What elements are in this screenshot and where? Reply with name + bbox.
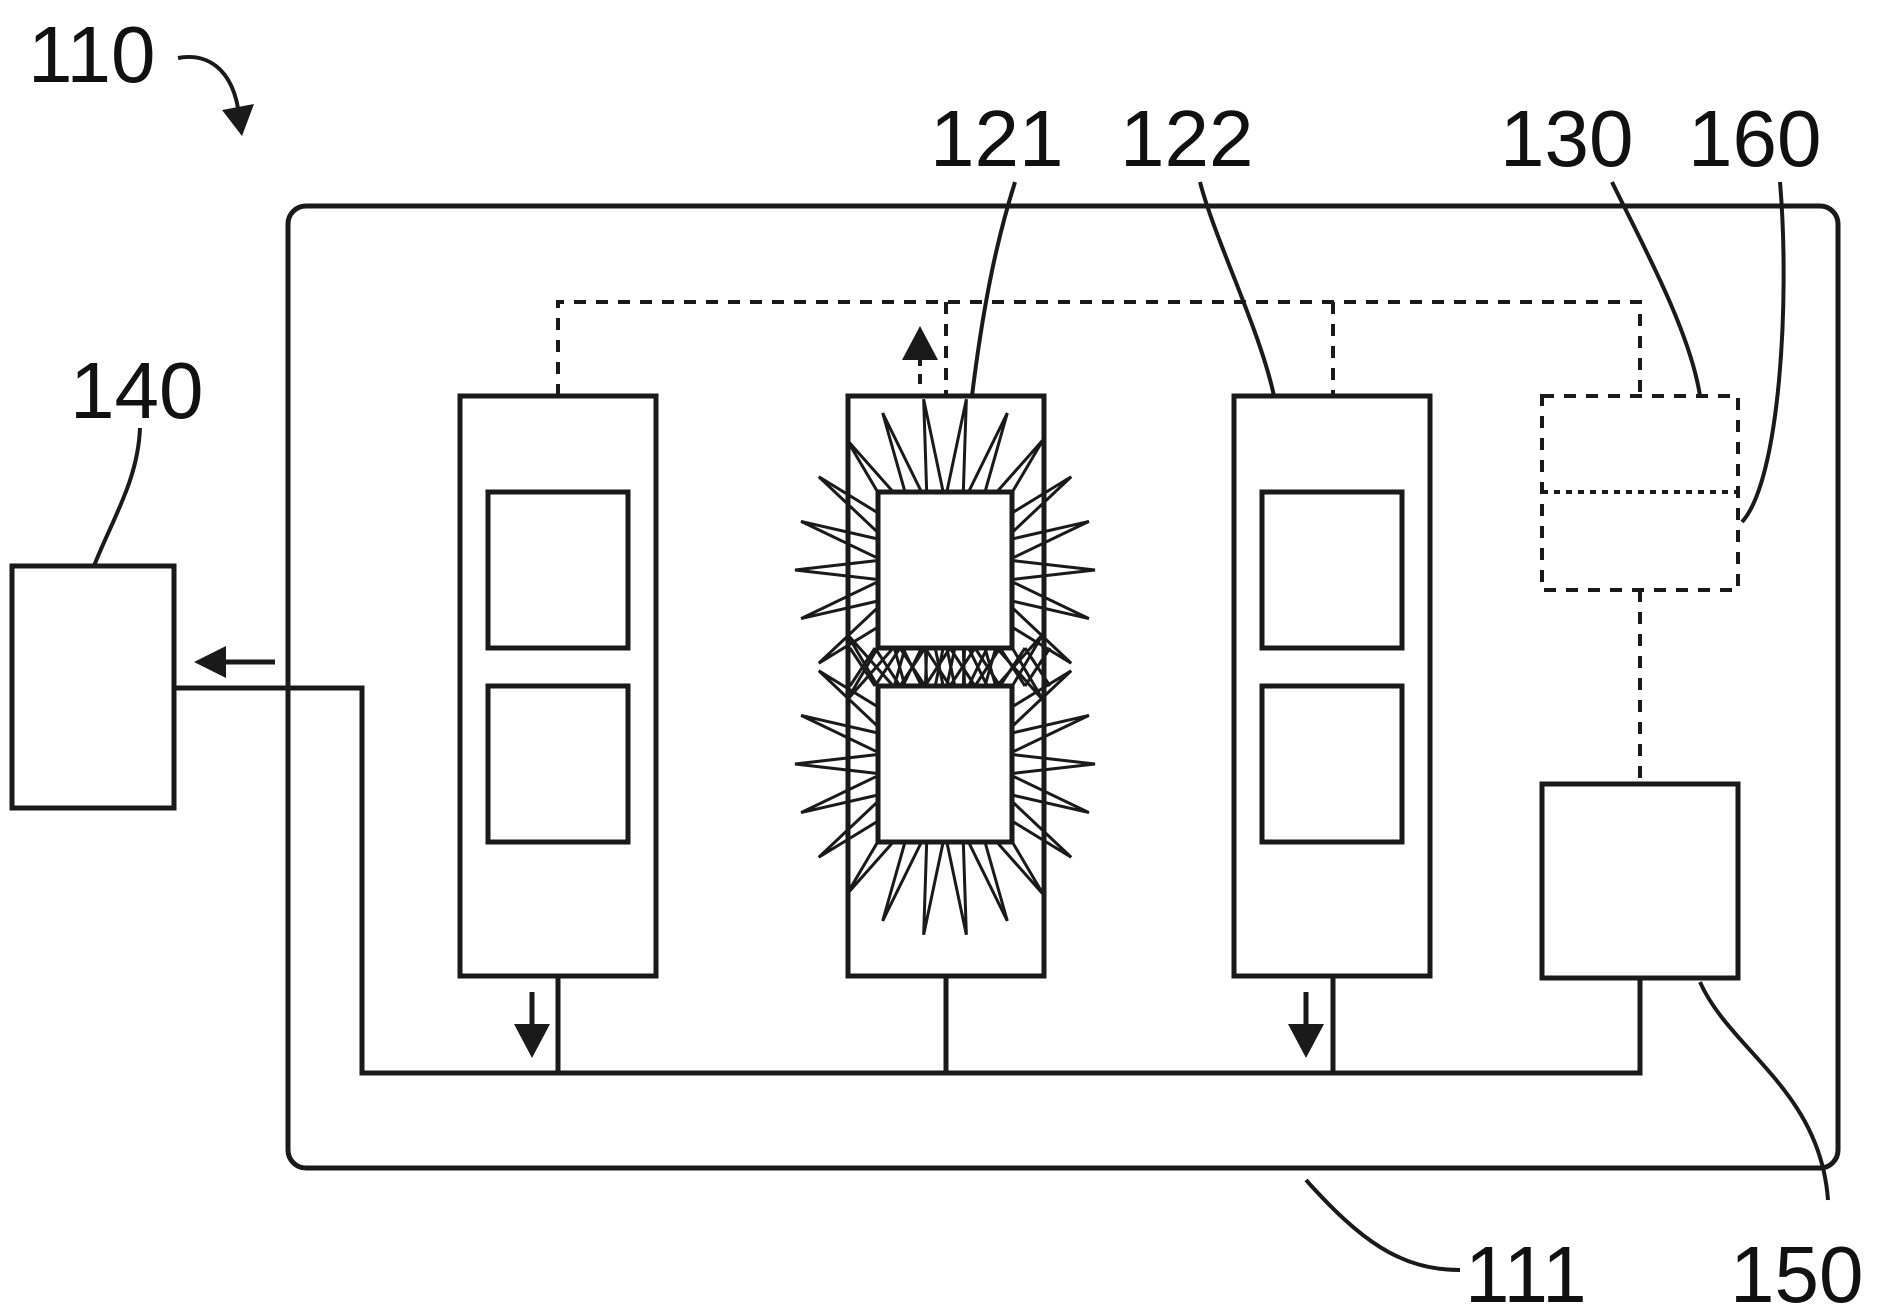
emission-ray [924, 399, 944, 495]
emission-ray [801, 777, 881, 813]
down-arrowhead-right [1288, 1024, 1324, 1058]
pointer-arrowhead-110 [222, 104, 254, 136]
module-left-cell-top [488, 492, 628, 648]
up-arrowhead [902, 326, 938, 360]
flow-arrowhead-to-140 [194, 646, 226, 678]
leader-122 [1200, 182, 1274, 396]
module-right-cell-top [1262, 492, 1402, 648]
label-130: 130 [1500, 94, 1633, 183]
signal-line-top [558, 302, 1640, 396]
emission-ray [924, 838, 944, 934]
module-active-cell-bottom [878, 686, 1012, 842]
label-150: 150 [1730, 1230, 1863, 1311]
emission-ray [1014, 755, 1095, 773]
down-arrowhead-left [514, 1024, 550, 1058]
module-right-122 [1234, 396, 1430, 976]
label-110: 110 [28, 10, 156, 99]
signal-lines [558, 302, 1640, 784]
label-122: 122 [1120, 94, 1253, 183]
leader-130 [1612, 182, 1700, 396]
module-left [460, 396, 656, 976]
emission-ray [1009, 715, 1089, 751]
emission-ray [947, 399, 967, 495]
emission-ray [795, 561, 876, 579]
label-111: 111 [1465, 1230, 1587, 1311]
emission-ray [1009, 521, 1089, 557]
module-active-121 [795, 396, 1095, 976]
leader-140 [94, 428, 140, 566]
power-unit-150 [1542, 784, 1738, 978]
label-140: 140 [70, 346, 203, 435]
module-active-cell-top [878, 492, 1012, 648]
emission-ray [1009, 777, 1089, 813]
external-unit-140 [12, 566, 174, 808]
module-right-cell-bottom [1262, 686, 1402, 842]
leader-121 [972, 182, 1015, 396]
emission-ray [1014, 561, 1095, 579]
emission-ray [801, 521, 881, 557]
label-121: 121 [930, 94, 1063, 183]
module-left-cell-bottom [488, 686, 628, 842]
emission-ray [1009, 583, 1089, 619]
leader-111 [1306, 1180, 1460, 1270]
leader-160 [1742, 182, 1784, 522]
label-160: 160 [1688, 94, 1821, 183]
emission-rays [795, 399, 1095, 934]
emission-ray [947, 838, 967, 934]
emission-ray [801, 583, 881, 619]
emission-ray [795, 755, 876, 773]
emission-ray [801, 715, 881, 751]
